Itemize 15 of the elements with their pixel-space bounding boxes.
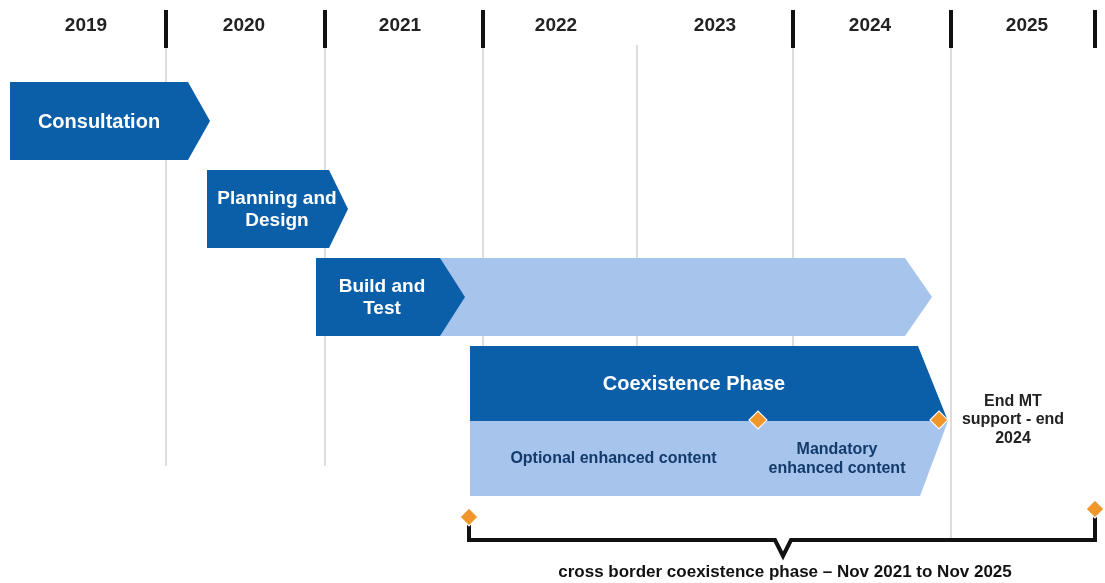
- year-label: 2021: [377, 14, 423, 36]
- phase-label: Consultation: [37, 109, 161, 133]
- phase-label: Build and Test: [337, 275, 427, 319]
- caption: cross border coexistence phase – Nov 2021 to Nov 2025: [557, 562, 1013, 582]
- phase-label: Coexistence Phase: [602, 372, 786, 395]
- year-label: 2020: [221, 14, 267, 36]
- milestone-note: End MT support - end 2024: [960, 392, 1066, 448]
- year-label: 2022: [533, 14, 579, 36]
- phase-label: Mandatory enhanced content: [767, 440, 907, 477]
- year-label: 2024: [847, 14, 893, 36]
- phase-label: Planning and Design: [216, 187, 338, 231]
- phase-label: Optional enhanced content: [510, 449, 717, 468]
- year-label: 2019: [63, 14, 109, 36]
- year-label: 2025: [1004, 14, 1050, 36]
- year-label: 2023: [692, 14, 738, 36]
